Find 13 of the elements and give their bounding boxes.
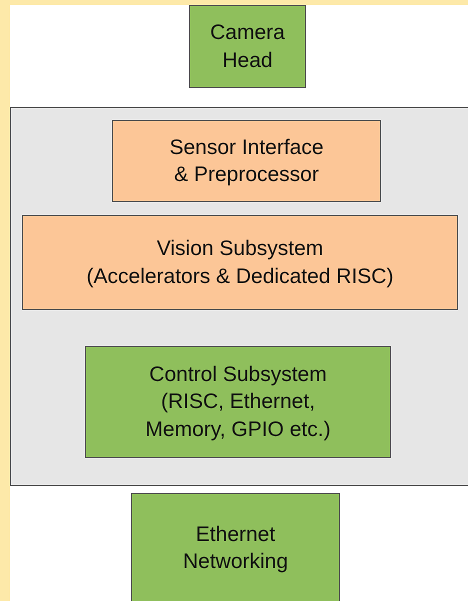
- box-title: Camera Head: [209, 20, 286, 74]
- box-title: Vision Subsystem: [156, 236, 324, 262]
- box-description: (Accelerators & Dedicated RISC): [86, 264, 394, 290]
- subsystem-box: [131, 493, 340, 601]
- subsystem-box: [112, 120, 381, 202]
- subsystem-box: [22, 215, 458, 310]
- box-title: Ethernet Networking: [182, 522, 290, 575]
- box-title: Sensor Interface & Preprocessor: [168, 134, 325, 188]
- system-panel: [10, 107, 468, 486]
- subsystem-box: [189, 5, 306, 88]
- subsystem-box: [85, 346, 391, 458]
- box-title: Control Subsystem: [149, 362, 327, 388]
- box-description: (RISC, Ethernet, Memory, GPIO etc.): [144, 389, 332, 443]
